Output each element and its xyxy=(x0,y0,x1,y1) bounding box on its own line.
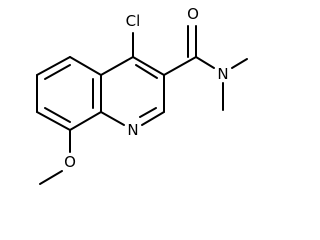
pyridine-ring xyxy=(100,56,165,126)
chemical-structure-diagram: Cl O N N O xyxy=(36,5,248,185)
ring-nitrogen-label: N xyxy=(127,121,138,139)
carbonyl-oxygen-label: O xyxy=(187,5,199,23)
bond xyxy=(69,111,102,131)
bond xyxy=(100,111,125,126)
bond-o-methyl xyxy=(39,170,63,185)
bond-c3-carbonyl xyxy=(163,56,197,76)
bond xyxy=(132,56,165,76)
double-bond-inner xyxy=(139,107,157,118)
chlorine-atom-label: Cl xyxy=(126,12,141,30)
benzo-ring xyxy=(36,56,102,131)
bond xyxy=(100,56,134,76)
methoxy-oxygen-label: O xyxy=(64,153,76,171)
bond xyxy=(36,111,71,131)
bond-carbonyl-n xyxy=(195,56,215,69)
bond-n-methyl-right xyxy=(231,58,248,69)
double-bond-inner xyxy=(44,107,71,123)
bond xyxy=(69,56,102,76)
double-bond-inner xyxy=(135,64,158,79)
double-bond-inner xyxy=(44,64,71,80)
bond xyxy=(141,111,165,126)
amide-nitrogen-label: N xyxy=(217,65,228,83)
bond xyxy=(36,56,71,76)
